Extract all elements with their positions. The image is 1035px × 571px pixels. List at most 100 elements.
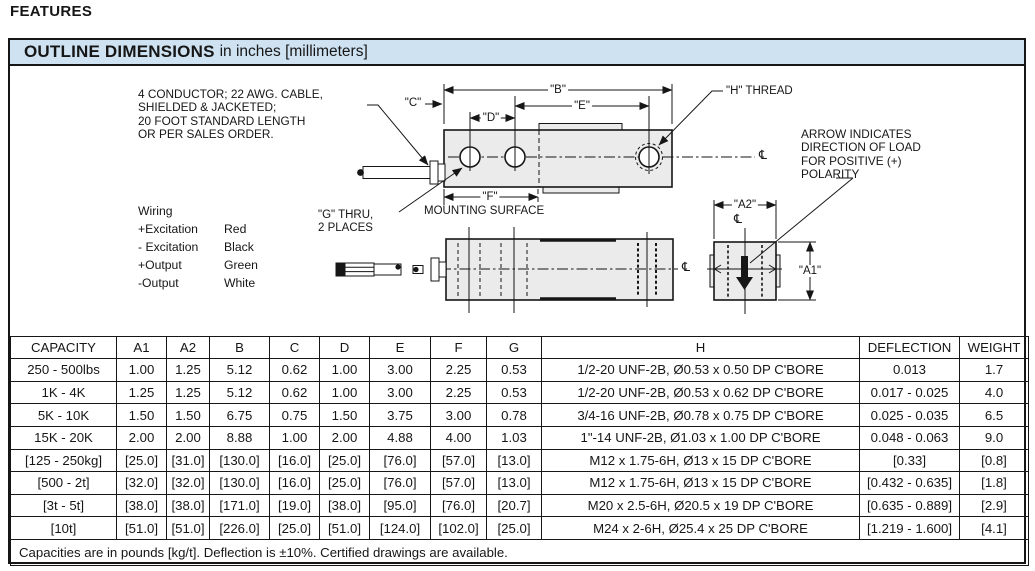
table-cell: 0.78: [486, 403, 542, 427]
table-cell: 5.12: [209, 358, 270, 382]
col-header-c: C: [269, 336, 320, 359]
table-cell: [76.0]: [430, 493, 487, 518]
table-cell: [13.0]: [486, 471, 542, 495]
table-cell: 9.0: [959, 425, 1029, 450]
table-cell: [0.8]: [959, 448, 1029, 473]
technical-drawing: 4 CONDUCTOR; 22 AWG. CABLE, SHIELDED & J…: [10, 66, 1024, 336]
dim-label-a2: "A2": [731, 199, 759, 211]
wiring-color: White: [224, 276, 256, 290]
wiring-row: -Output White: [138, 274, 258, 292]
col-header-b: B: [209, 336, 270, 359]
h-thread-leader: [658, 90, 723, 146]
col-header-weight: WEIGHT: [959, 336, 1029, 359]
table-row: 15K - 20K 2.00 2.00 8.88 1.00 2.00 4.88 …: [10, 425, 1029, 450]
table-cell: [76.0]: [369, 471, 431, 495]
polarity-leader: [749, 177, 854, 264]
table-row: 250 - 500lbs 1.00 1.25 5.12 0.62 1.00 3.…: [10, 358, 1029, 382]
cable-note-leader: [367, 104, 429, 166]
table-cell: [25.0]: [319, 471, 370, 495]
table-cell: 3.00: [369, 358, 431, 382]
table-cell: [16.0]: [269, 471, 320, 495]
table-cell: 1.25: [166, 358, 210, 382]
centerline-symbol-side: ℄: [682, 259, 691, 274]
cable-note: 4 CONDUCTOR; 22 AWG. CABLE, SHIELDED & J…: [138, 87, 323, 142]
wiring-color: Red: [224, 222, 247, 236]
table-row: 1K - 4K 1.25 1.25 5.12 0.62 1.00 3.00 2.…: [10, 380, 1029, 405]
wiring-legend: Wiring +Excitation Red - Excitation Blac…: [138, 202, 258, 292]
dim-label-b: "B": [548, 84, 568, 96]
table-cell: [0.432 - 0.635]: [859, 471, 960, 495]
wiring-color: Black: [224, 240, 254, 254]
table-cell: [102.0]: [430, 516, 487, 540]
table-cell: [125 - 250kg]: [10, 448, 117, 473]
table-cell: [95.0]: [369, 493, 431, 518]
table-cell: [16.0]: [269, 448, 320, 473]
table-cell: 0.025 - 0.035: [859, 403, 960, 427]
outline-dimensions-panel: OUTLINE DIMENSIONS in inches [millimeter…: [8, 38, 1029, 566]
table-cell: 8.88: [209, 425, 270, 450]
features-heading: FEATURES: [10, 3, 93, 20]
table-cell: 3.00: [369, 380, 431, 405]
g-thru-label: "G" THRU, 2 PLACES: [318, 209, 374, 234]
table-cell: [25.0]: [319, 448, 370, 473]
table-cell: 0.75: [269, 403, 320, 427]
table-cell: [51.0]: [116, 516, 167, 540]
table-cell: 1/2-20 UNF-2B, Ø0.53 x 0.50 DP C'BORE: [541, 358, 860, 382]
table-cell: [130.0]: [209, 448, 270, 473]
col-header-f: F: [430, 336, 487, 359]
wiring-label: -Output: [138, 276, 179, 290]
cable-note-line: 20 FOOT STANDARD LENGTH: [138, 113, 306, 128]
arrow-note-line: DIRECTION OF LOAD: [801, 140, 921, 155]
table-cell: 2.00: [166, 425, 210, 450]
table-row: [500 - 2t] [32.0] [32.0] [130.0] [16.0] …: [10, 471, 1029, 495]
table-cell: [0.33]: [859, 448, 960, 473]
cable-top: [362, 166, 431, 179]
col-header-e: E: [369, 336, 431, 359]
col-header-a2: A2: [166, 336, 210, 359]
table-cell: [4.1]: [959, 516, 1029, 540]
dim-label-d: "D": [480, 112, 502, 124]
table-cell: [10t]: [10, 516, 117, 540]
arrow-note: ARROW INDICATES DIRECTION OF LOAD FOR PO…: [801, 127, 921, 182]
drawing-linework: [335, 84, 854, 314]
g-thru-leader: [398, 167, 463, 213]
dimension-spec-table: CAPACITY A1 A2 B C D E F G H DEFLECTION …: [10, 336, 1029, 566]
table-cell: 0.62: [269, 380, 320, 405]
table-cell: [2.9]: [959, 493, 1029, 518]
table-row: [3t - 5t] [38.0] [38.0] [171.0] [19.0] […: [10, 493, 1029, 518]
centerline-symbol-end: ℄: [734, 211, 743, 226]
table-cell: [57.0]: [430, 471, 487, 495]
table-cell: 4.88: [369, 425, 431, 450]
table-cell: [19.0]: [269, 493, 320, 518]
table-cell: 2.00: [116, 425, 167, 450]
table-cell: 2.00: [319, 425, 370, 450]
table-footnote-row: Capacities are in pounds [kg/t]. Deflect…: [10, 539, 1029, 566]
cable-end: [335, 262, 346, 277]
col-header-g: G: [486, 336, 542, 359]
col-header-capacity: CAPACITY: [10, 336, 117, 359]
arrow-note-line: FOR POSITIVE (+): [801, 153, 902, 168]
wiring-row: +Output Green: [138, 256, 258, 274]
dim-label-a1: "A1": [796, 265, 824, 277]
table-cell: 1.25: [166, 380, 210, 405]
table-cell: 1.00: [269, 425, 320, 450]
table-cell: 250 - 500lbs: [10, 358, 117, 382]
table-cell: [25.0]: [486, 516, 542, 540]
col-header-a1: A1: [116, 336, 167, 359]
table-cell: [226.0]: [209, 516, 270, 540]
wiring-title: Wiring: [138, 204, 173, 218]
wiring-color: Green: [224, 258, 258, 272]
panel-title: OUTLINE DIMENSIONS: [24, 42, 215, 61]
col-header-d: D: [319, 336, 370, 359]
table-header-row: CAPACITY A1 A2 B C D E F G H DEFLECTION …: [10, 336, 1029, 359]
table-cell: 0.62: [269, 358, 320, 382]
dim-label-f: "F": [480, 191, 500, 203]
load-direction-arrow: [736, 256, 753, 290]
col-header-deflection: DEFLECTION: [859, 336, 960, 359]
wiring-label: +Output: [138, 258, 182, 272]
table-cell: 4.00: [430, 425, 487, 450]
cable-note-line: OR PER SALES ORDER.: [138, 127, 274, 142]
table-cell: [25.0]: [269, 516, 320, 540]
table-cell: [171.0]: [209, 493, 270, 518]
